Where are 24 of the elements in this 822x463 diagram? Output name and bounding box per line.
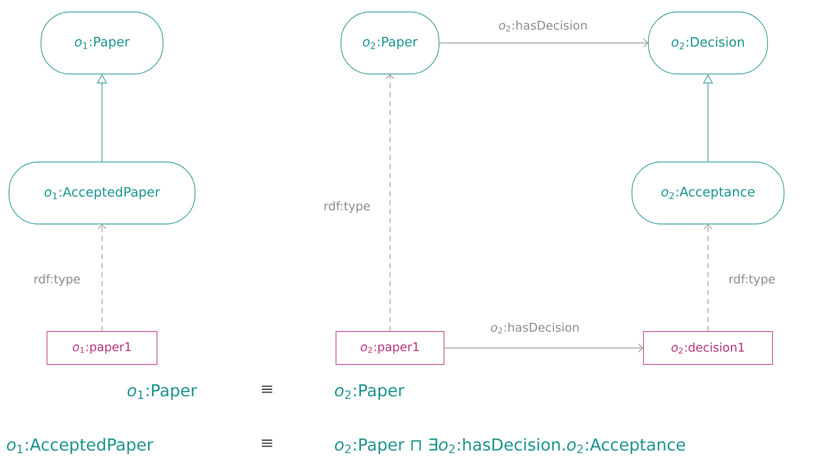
class-node: o$_{2}$:Decision xyxy=(648,12,768,74)
class-node: o$_{2}$:Acceptance xyxy=(632,162,784,224)
formula-text: ≡ xyxy=(262,440,272,447)
class-node: o$_{1}$:Paper xyxy=(40,12,164,74)
arrow xyxy=(439,38,648,48)
arrow xyxy=(444,344,644,352)
edge-label: rdf:type xyxy=(730,274,775,286)
edge-label: o$_{2}$:hasDecision xyxy=(498,20,587,32)
instance-box: o$_{2}$:decision1 xyxy=(643,331,773,365)
instance-box: o$_{1}$:paper1 xyxy=(46,331,158,365)
formula-text: o$_{2}$:Paper xyxy=(334,384,404,400)
formula-text: ≡ xyxy=(262,386,272,393)
formula-text: o$_{1}$:AcceptedPaper xyxy=(6,438,154,454)
instance-box: o$_{2}$:paper1 xyxy=(336,331,444,365)
arrow xyxy=(386,74,394,332)
formula-text: o$_{1}$:Paper xyxy=(128,384,198,400)
edge-label: rdf:type xyxy=(34,274,80,286)
edge-label: rdf:type xyxy=(324,201,370,213)
formula-text: o$_{2}$:Paper ⊓ ∃o$_{2}$:hasDecision.o$_{2}$:Acceptance xyxy=(334,438,686,454)
class-node: o$_{1}$:AcceptedPaper xyxy=(8,162,196,224)
edge-label: o$_{2}$:hasDecision xyxy=(490,322,579,334)
arrow xyxy=(704,224,712,332)
arrow xyxy=(98,224,106,332)
class-node: o$_{2}$:Paper xyxy=(340,12,440,74)
